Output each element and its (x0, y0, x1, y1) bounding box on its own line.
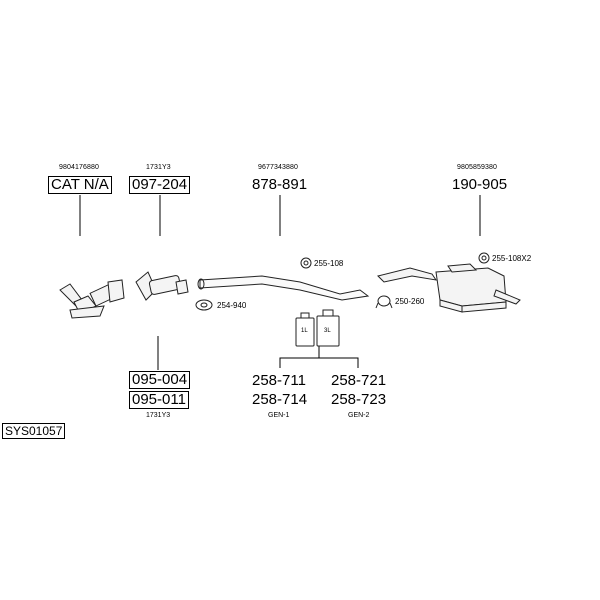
front-pipe-part (135, 271, 189, 301)
paste-caption-gen-1: GEN-1 (268, 412, 290, 419)
paste-can-small (295, 312, 315, 347)
paste-bracket (279, 346, 359, 368)
clamp-fitting-255-108 (300, 257, 312, 269)
paste-number-258-714[interactable]: 258-714 (252, 391, 308, 408)
paste-can-label-small: 1L (301, 328, 308, 334)
catalytic-converter-part (59, 279, 125, 319)
fitting-label-254-940[interactable]: 254-940 (217, 301, 247, 310)
part-number-878-891[interactable]: 878-891 (252, 176, 308, 193)
part-number-095-004[interactable]: 095-004 (129, 371, 191, 389)
fitting-label-255-108x2[interactable]: 255-108X2 (492, 254, 532, 263)
paste-number-258-723[interactable]: 258-723 (331, 391, 387, 408)
part-number-190-905[interactable]: 190-905 (452, 176, 508, 193)
oem-number-095: 1731Y3 (146, 412, 171, 419)
rear-muffler-part (377, 263, 521, 313)
oem-number-878-891: 9677343880 (258, 164, 298, 171)
fitting-label-250-260[interactable]: 250-260 (395, 297, 425, 306)
part-number-cat[interactable]: CAT N/A (48, 176, 112, 194)
oem-number-097-204: 1731Y3 (146, 164, 171, 171)
oem-number-cat: 9804176880 (59, 164, 99, 171)
middle-pipe-part (197, 275, 370, 301)
paste-number-258-711[interactable]: 258-711 (252, 372, 306, 389)
paste-can-large (316, 309, 340, 347)
oem-number-190-905: 9805859380 (457, 164, 497, 171)
system-code: SYS01057 (2, 423, 66, 439)
part-number-095-011[interactable]: 095-011 (129, 391, 189, 409)
clamp-fitting-255-108x2 (478, 252, 490, 264)
paste-can-label-large: 3L (324, 328, 331, 334)
paste-caption-gen-2: GEN-2 (348, 412, 370, 419)
ring-fitting-250-260 (375, 295, 393, 309)
fitting-label-255-108[interactable]: 255-108 (314, 259, 344, 268)
paste-number-258-721[interactable]: 258-721 (331, 372, 387, 389)
part-number-097-204[interactable]: 097-204 (129, 176, 191, 194)
gasket-fitting-254-940 (195, 299, 213, 311)
